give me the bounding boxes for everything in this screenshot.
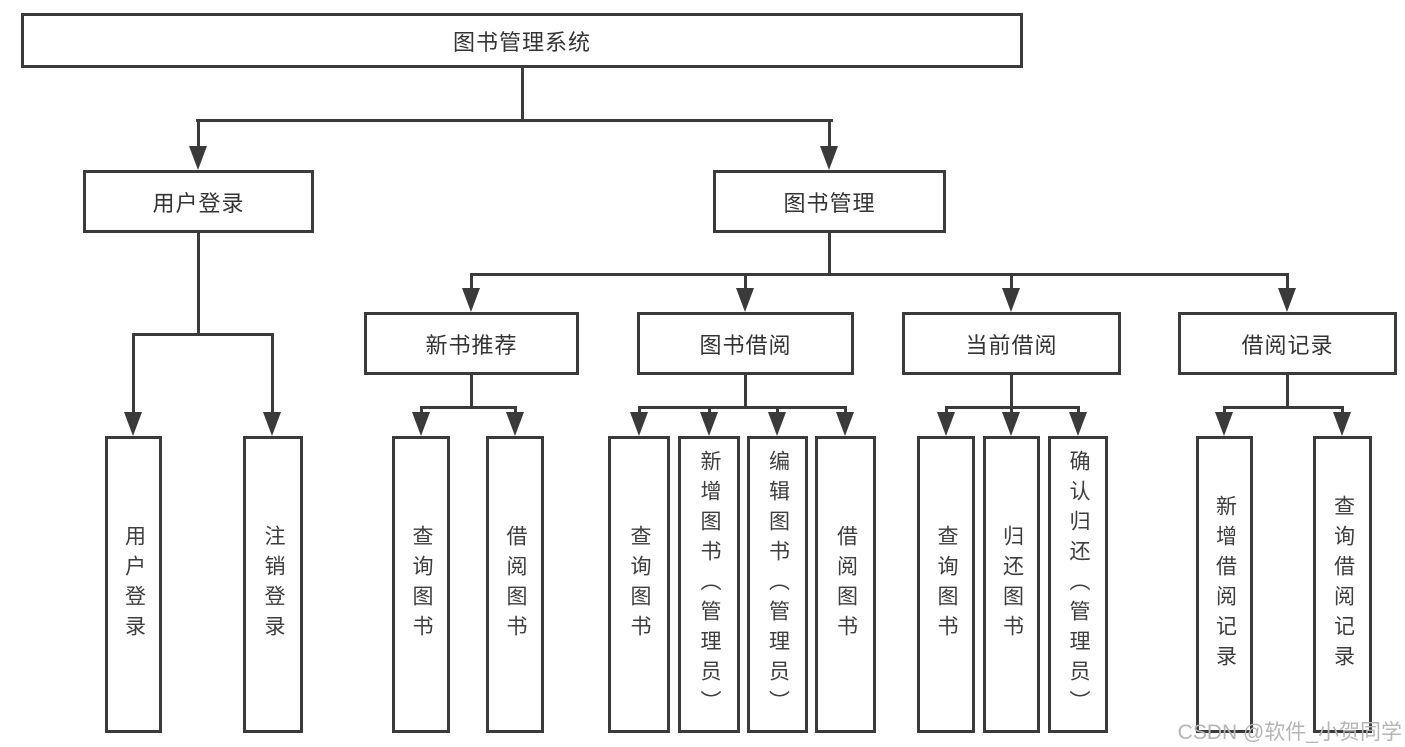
connector-line xyxy=(132,333,274,336)
connector-line xyxy=(470,273,473,292)
leaf-label: 查询借阅记录 xyxy=(1331,494,1355,675)
node-label: 借阅记录 xyxy=(1241,332,1334,358)
node-borrowing-records: 借阅记录 xyxy=(1178,312,1397,375)
leaf-query-books-borrowing: 查询图书 xyxy=(608,436,670,733)
connector-line xyxy=(776,406,779,416)
leaf-label: 归还图书 xyxy=(1000,524,1024,645)
connector-line xyxy=(744,273,747,292)
node-label: 图书借阅 xyxy=(699,332,792,358)
leaf-user-login: 用户登录 xyxy=(105,436,162,733)
node-label: 图书管理系统 xyxy=(452,29,591,55)
connector-line xyxy=(1341,406,1344,416)
node-label: 用户登录 xyxy=(152,190,245,216)
connector-line xyxy=(271,333,274,414)
node-current-borrowing: 当前借阅 xyxy=(902,312,1121,375)
connector-line xyxy=(470,273,1288,276)
arrow-down-icon xyxy=(700,412,718,436)
arrow-down-icon xyxy=(1333,412,1351,436)
connector-line xyxy=(1286,375,1289,409)
leaf-query-books-current: 查询图书 xyxy=(917,436,975,733)
leaf-label: 确认归还（管理员） xyxy=(1067,449,1090,720)
node-user-login: 用户登录 xyxy=(83,170,314,233)
arrow-down-icon xyxy=(412,412,430,436)
connector-line xyxy=(1286,273,1289,292)
leaf-confirm-return-admin: 确认归还（管理员） xyxy=(1048,436,1108,733)
node-label: 图书管理 xyxy=(783,190,876,216)
leaf-label: 查询图书 xyxy=(935,524,958,645)
leaf-label: 查询图书 xyxy=(410,524,433,645)
leaf-label: 用户登录 xyxy=(122,524,146,645)
connector-line xyxy=(708,406,711,416)
connector-line xyxy=(521,68,524,122)
arrow-down-icon xyxy=(1002,288,1020,312)
connector-line xyxy=(1010,406,1013,416)
connector-line xyxy=(420,406,423,416)
arrow-down-icon xyxy=(836,412,854,436)
connector-line xyxy=(945,406,948,416)
connector-line xyxy=(828,119,831,150)
leaf-borrow-books: 借阅图书 xyxy=(815,436,876,733)
node-book-borrowing: 图书借阅 xyxy=(637,312,854,375)
arrow-down-icon xyxy=(1069,412,1087,436)
arrow-down-icon xyxy=(768,412,786,436)
arrow-down-icon xyxy=(189,146,207,170)
arrow-down-icon xyxy=(506,412,524,436)
arrow-down-icon xyxy=(1215,412,1233,436)
connector-line xyxy=(1010,273,1013,292)
arrow-down-icon xyxy=(736,288,754,312)
arrow-down-icon xyxy=(937,412,955,436)
leaf-label: 查询图书 xyxy=(628,524,651,645)
node-label: 当前借阅 xyxy=(965,332,1058,358)
node-label: 新书推荐 xyxy=(425,332,518,358)
connector-line xyxy=(514,406,517,416)
leaf-label: 新增图书（管理员） xyxy=(698,449,721,720)
leaf-add-borrow-record: 新增借阅记录 xyxy=(1196,436,1253,733)
connector-line xyxy=(197,119,200,150)
connector-line xyxy=(1223,406,1344,409)
connector-line xyxy=(1077,406,1080,416)
arrow-down-icon xyxy=(462,288,480,312)
leaf-add-books-admin: 新增图书（管理员） xyxy=(678,436,740,733)
leaf-label: 注销登录 xyxy=(262,524,285,645)
arrow-down-icon xyxy=(820,146,838,170)
leaf-query-borrow-record: 查询借阅记录 xyxy=(1313,436,1372,733)
leaf-edit-books-admin: 编辑图书（管理员） xyxy=(747,436,808,733)
leaf-label: 借阅图书 xyxy=(834,524,858,645)
connector-line xyxy=(197,233,200,336)
connector-line xyxy=(420,406,517,409)
connector-line xyxy=(1223,406,1226,416)
node-library-management-system: 图书管理系统 xyxy=(21,13,1023,68)
connector-line xyxy=(132,333,135,414)
leaf-query-books-recommend: 查询图书 xyxy=(392,436,450,733)
connector-line xyxy=(470,375,473,409)
connector-line xyxy=(196,119,833,122)
leaf-borrow-books-recommend: 借阅图书 xyxy=(486,436,544,733)
connector-line xyxy=(744,375,747,409)
csdn-watermark: CSDN @软件_小贺同学 xyxy=(1177,721,1402,744)
connector-line xyxy=(638,406,847,409)
arrow-down-icon xyxy=(1002,412,1020,436)
arrow-down-icon xyxy=(124,412,142,436)
leaf-label: 新增借阅记录 xyxy=(1213,494,1237,675)
leaf-label: 编辑图书（管理员） xyxy=(766,449,790,720)
connector-line xyxy=(844,406,847,416)
connector-line xyxy=(828,233,831,276)
connector-line xyxy=(1010,375,1013,409)
arrow-down-icon xyxy=(1278,288,1296,312)
leaf-label: 借阅图书 xyxy=(504,524,527,645)
leaf-return-books: 归还图书 xyxy=(983,436,1040,733)
arrow-down-icon xyxy=(263,412,281,436)
connector-line xyxy=(638,406,641,416)
node-book-management: 图书管理 xyxy=(713,170,946,233)
node-new-book-recommend: 新书推荐 xyxy=(364,312,579,375)
arrow-down-icon xyxy=(630,412,648,436)
leaf-logout: 注销登录 xyxy=(243,436,303,733)
